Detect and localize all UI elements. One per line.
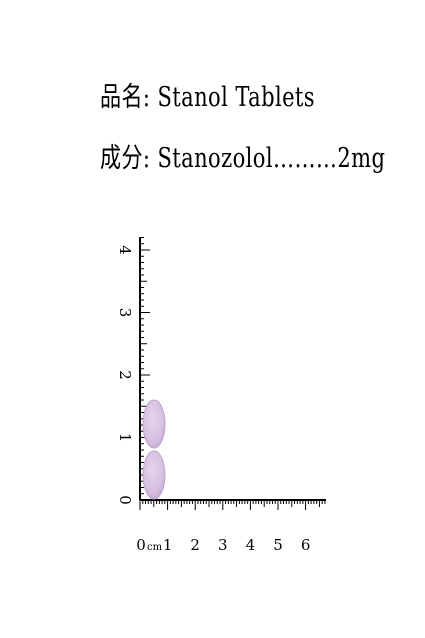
ingredient-separator: : [142, 143, 151, 174]
tablet-upper [142, 399, 166, 449]
ingredient-line: 成分: Stanozolol………2mg [100, 143, 385, 175]
product-name-value: Stanol Tablets [157, 82, 315, 113]
product-name-label: 品名 [100, 82, 143, 113]
horizontal-label: 3 [218, 536, 228, 554]
horizontal-label: 2 [190, 536, 200, 554]
horizontal-label: 4 [246, 536, 256, 554]
vertical-label: 0 [116, 495, 134, 505]
vertical-label: 4 [116, 245, 134, 255]
horizontal-label: 6 [301, 536, 311, 554]
ruler-ticks [139, 237, 326, 510]
product-name-line: 品名: Stanol Tablets [100, 82, 315, 114]
vertical-label: 2 [116, 370, 134, 380]
ingredient-value: Stanozolol………2mg [157, 143, 386, 174]
vertical-label: 3 [116, 308, 134, 318]
ingredient-label: 成分 [100, 143, 143, 174]
vertical-label: 1 [116, 433, 134, 443]
horizontal-label: 0 [136, 536, 146, 554]
name-separator: : [142, 82, 151, 113]
tablet-lower [142, 450, 166, 500]
unit-label: cm [147, 542, 163, 553]
horizontal-label: 5 [273, 536, 283, 554]
vertical-labels: 0 1 2 3 4 [116, 245, 134, 505]
horizontal-label: 1 [163, 536, 173, 554]
